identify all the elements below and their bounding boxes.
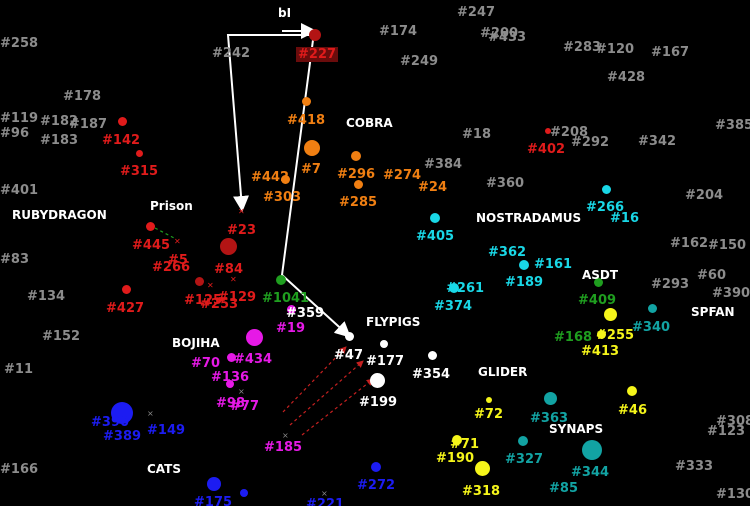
planet-dot[interactable] — [304, 140, 320, 156]
planet-dot[interactable] — [246, 329, 263, 346]
ship-marker-icon: × — [282, 431, 289, 440]
planet-dot[interactable] — [594, 278, 603, 287]
fleet-route-dotted — [282, 346, 347, 413]
planet-dot[interactable] — [309, 29, 321, 41]
planet-dot[interactable] — [582, 440, 602, 460]
ship-marker-icon: ✕ — [230, 275, 237, 284]
ship-marker-icon: × — [147, 409, 154, 418]
team-label-spfan: SPFAN — [691, 305, 735, 319]
planet-dot[interactable] — [227, 353, 236, 362]
planet-dot[interactable] — [207, 477, 221, 491]
planet-dot[interactable] — [276, 275, 286, 285]
planet-dot[interactable] — [240, 489, 248, 497]
planet-dot[interactable] — [146, 222, 155, 231]
planet-dot[interactable] — [475, 461, 490, 476]
team-label-prison: Prison — [150, 199, 193, 213]
fleet-route-dotted — [301, 378, 374, 436]
planet-dot[interactable] — [380, 340, 388, 348]
team-label-nostradamus: NOSTRADAMUS — [476, 211, 582, 225]
ship-marker-icon: × — [238, 387, 245, 396]
fleet-route-dotted — [154, 227, 175, 239]
ship-marker-icon: × — [321, 489, 328, 498]
team-label-rubydragon: RUBYDRAGON — [12, 208, 107, 222]
team-label-flypigs: FLYPIGS — [366, 315, 421, 329]
team-label-glider: GLIDER — [478, 365, 528, 379]
team-label-cobra: COBRA — [346, 116, 393, 130]
team-label-bl: bI — [278, 6, 292, 20]
planet-dot[interactable] — [302, 97, 311, 106]
planet-dot[interactable] — [351, 151, 361, 161]
planet-dot[interactable] — [452, 435, 462, 445]
planet-dot[interactable] — [136, 150, 143, 157]
planet-dot[interactable] — [287, 305, 296, 314]
planet-dot[interactable] — [111, 402, 133, 424]
fleet-route-path — [226, 34, 313, 212]
planet-dot[interactable] — [486, 397, 492, 403]
fleet-route-dotted — [289, 360, 364, 426]
planet-dot[interactable] — [122, 285, 131, 294]
planet-dot[interactable] — [604, 308, 617, 321]
planet-dot[interactable] — [370, 373, 385, 388]
fleet-route-path — [280, 39, 351, 338]
ship-marker-icon: ✕ — [238, 207, 245, 216]
planet-dot[interactable] — [449, 283, 459, 293]
ship-marker-icon: ✕ — [174, 237, 181, 246]
planet-dot[interactable] — [519, 260, 529, 270]
team-label-synaps: SYNAPS — [549, 422, 604, 436]
planet-dot[interactable] — [118, 117, 127, 126]
planet-dot[interactable] — [371, 462, 381, 472]
planet-dot[interactable] — [518, 436, 528, 446]
planet-dot[interactable] — [195, 277, 204, 286]
team-label-cats: CATS — [147, 462, 181, 476]
planet-dot[interactable] — [544, 392, 557, 405]
planet-dot[interactable] — [354, 180, 363, 189]
planet-dot[interactable] — [345, 332, 354, 341]
planet-dot[interactable] — [602, 185, 611, 194]
planet-dot[interactable] — [226, 380, 234, 388]
ship-marker-icon: ✕ — [207, 281, 214, 290]
planet-dot[interactable] — [428, 351, 437, 360]
planet-dot[interactable] — [430, 213, 440, 223]
planet-dot[interactable] — [281, 175, 290, 184]
planet-dot[interactable] — [648, 304, 657, 313]
team-label-bojiha: BOJIHA — [172, 336, 220, 350]
planet-dot[interactable] — [545, 128, 551, 134]
planet-dot[interactable] — [627, 386, 637, 396]
planet-dot[interactable] — [220, 238, 237, 255]
planet-dot[interactable] — [597, 330, 606, 339]
team-label-asdt: ASDT — [582, 268, 619, 282]
